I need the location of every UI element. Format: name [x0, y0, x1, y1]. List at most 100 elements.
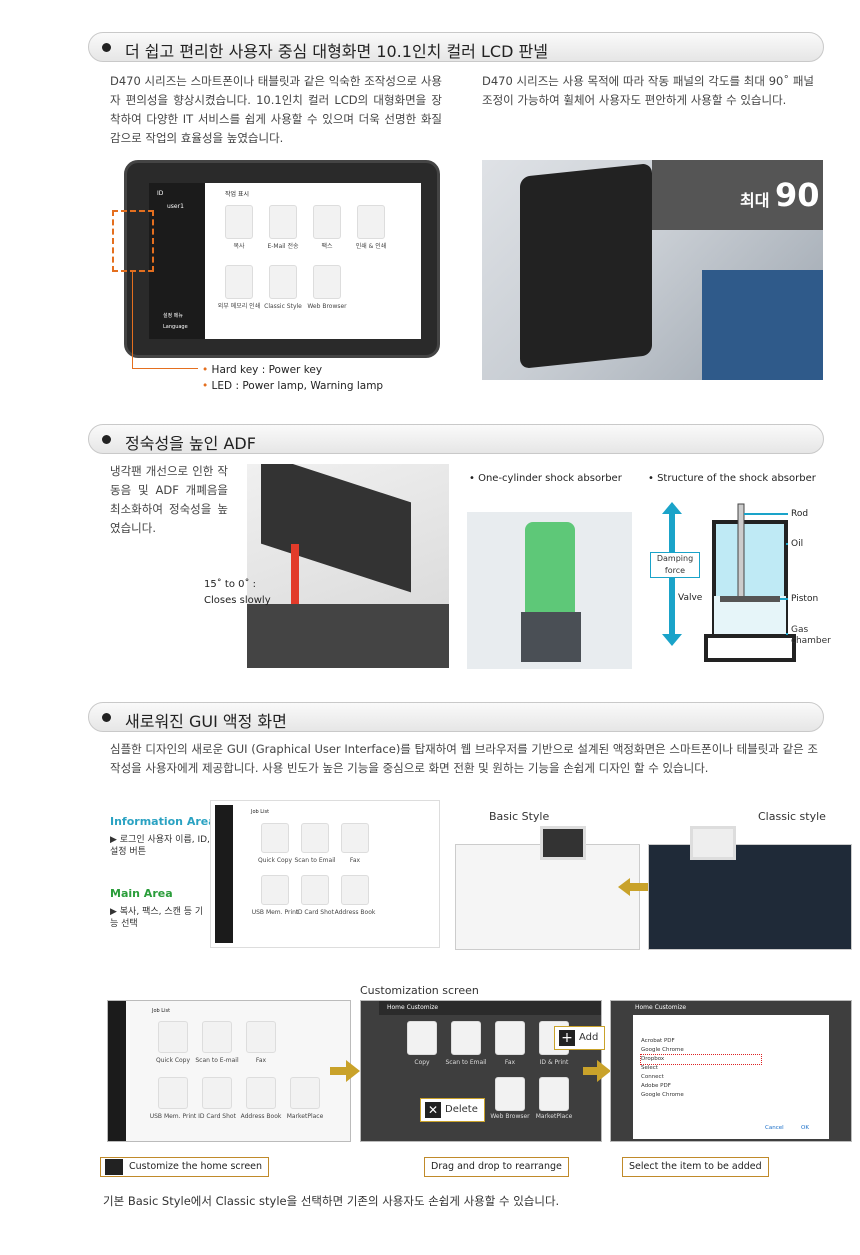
section2-text: 냉각팬 개선으로 인한 작동음 및 ADF 개폐음을 최소화하여 정숙성을 높였…: [110, 464, 228, 535]
tile-label: ID Card Shot: [198, 1113, 236, 1120]
tile-email[interactable]: [269, 205, 297, 239]
list-item[interactable]: Acrobat PDF: [641, 1038, 675, 1044]
tile-label: Address Book: [240, 1113, 282, 1120]
info-area-title: Information Area: [110, 815, 216, 828]
section2-title: 정숙성을 높인 ADF: [125, 434, 256, 453]
gui-tile[interactable]: [341, 823, 369, 853]
tablet-info-panel: ID user1 설정 메뉴 Language: [149, 183, 205, 339]
rod-label: Rod: [791, 509, 809, 519]
delete-label: Delete: [445, 1104, 478, 1115]
tile-label: ID & Print: [539, 1059, 569, 1066]
callout-customize: Customize the home screen: [100, 1157, 270, 1177]
list-item[interactable]: Select: [641, 1065, 658, 1071]
callout-drag: Drag and drop to rearrange: [424, 1157, 569, 1177]
base-shape: [704, 634, 796, 662]
language-label: Language: [163, 324, 188, 330]
home-tile[interactable]: [246, 1077, 276, 1109]
tile-label: 복사: [233, 243, 245, 250]
customize-icon: [105, 1159, 123, 1175]
angle-badge: 최대 90˚: [740, 176, 823, 214]
tile-copy[interactable]: [225, 205, 253, 239]
machine-body: [702, 270, 823, 380]
ok-button[interactable]: OK: [801, 1125, 809, 1131]
tile-web[interactable]: [313, 265, 341, 299]
home-tile[interactable]: [290, 1077, 320, 1109]
leader-line: [132, 272, 133, 368]
home-tile[interactable]: [158, 1021, 188, 1053]
angle-note-2: Closes slowly: [204, 595, 271, 606]
machine-top: [652, 160, 823, 230]
next-arrow-icon: [583, 1060, 611, 1082]
section3-text: 심플한 디자인의 새로운 GUI (Graphical User Interfa…: [110, 742, 818, 775]
screen-c-header: Home Customize: [635, 1004, 687, 1011]
screen-b-titlebar: [379, 1001, 601, 1015]
custom-tile[interactable]: [495, 1021, 525, 1055]
home-tile[interactable]: [158, 1077, 188, 1109]
tile-label: 외부 메모리 인쇄: [217, 303, 261, 310]
footer-note: 기본 Basic Style에서 Classic style을 선택하면 기존의…: [103, 1194, 560, 1208]
tile-label: Scan to Email: [294, 857, 336, 864]
home-tile[interactable]: [202, 1021, 232, 1053]
section1-header: 더 쉽고 편리한 사용자 중심 대형화면 10.1인치 컬러 LCD 판넬: [88, 32, 824, 62]
classic-style-screen: [648, 844, 852, 950]
next-arrow-icon: [330, 1060, 360, 1082]
home-tile[interactable]: [246, 1021, 276, 1053]
damping-label-1: Damping: [656, 554, 694, 563]
custom-tile[interactable]: [539, 1077, 569, 1111]
list-item[interactable]: Connect: [641, 1074, 664, 1080]
rod-shape: [737, 503, 745, 601]
id-label: ID: [157, 190, 164, 197]
home-tile[interactable]: [202, 1077, 232, 1109]
hardkey-highlight: [112, 210, 154, 272]
cylinder-part: [525, 522, 575, 622]
delete-button[interactable]: ✕ Delete: [420, 1098, 485, 1122]
tile-label: MarketPlace: [535, 1113, 573, 1120]
custom-tile[interactable]: [495, 1077, 525, 1111]
add-label: Add: [579, 1032, 599, 1043]
tile-label: Web Browser: [490, 1113, 530, 1120]
home-screen-a: Job List Quick Copy Scan to E-mail Fax U…: [107, 1000, 351, 1142]
tile-classic[interactable]: [269, 265, 297, 299]
tile-label: 팩스: [321, 243, 333, 250]
gui-screen: Job List Quick Copy Scan to Email Fax US…: [210, 800, 440, 948]
bracket-part: [521, 612, 581, 662]
list-item[interactable]: Dropbox: [640, 1054, 762, 1065]
classic-style-label: Classic style: [758, 810, 826, 823]
add-button[interactable]: + Add: [554, 1026, 606, 1050]
tile-label: Fax: [255, 1057, 267, 1064]
tile-print[interactable]: [357, 205, 385, 239]
tile-label: Scan to Email: [445, 1059, 487, 1066]
tile-label: ID Card Shot: [296, 909, 334, 916]
tile-label: Quick Copy: [257, 857, 293, 864]
adf-angle-note: 15˚ to 0˚ : Closes slowly: [204, 577, 271, 609]
list-item[interactable]: Google Chrome: [641, 1047, 684, 1053]
list-item[interactable]: Google Chrome: [641, 1092, 684, 1098]
damping-label-2: force: [664, 566, 686, 575]
tile-label: MarketPlace: [286, 1113, 324, 1120]
gui-tile[interactable]: [261, 823, 289, 853]
section1-right-text: D470 시리즈는 사용 목적에 따라 작동 패널의 각도를 최대 90˚ 패널…: [482, 74, 814, 107]
hardkey-bullets: • Hard key : Power key • LED : Power lam…: [202, 364, 384, 392]
main-area-title: Main Area: [110, 887, 173, 900]
item-list-dialog: Acrobat PDF Google Chrome Dropbox Select…: [633, 1015, 829, 1139]
tile-label: Quick Copy: [155, 1057, 191, 1064]
list-item[interactable]: Adobe PDF: [641, 1083, 671, 1089]
gui-tile[interactable]: [341, 875, 369, 905]
screen-header: 작업 표시: [225, 191, 249, 198]
cancel-button[interactable]: Cancel: [765, 1125, 784, 1131]
caption-shock-absorber: • One-cylinder shock absorber: [469, 473, 622, 484]
section2-header: 정숙성을 높인 ADF: [88, 424, 824, 454]
tile-label: Classic Style: [264, 303, 302, 310]
gui-tile[interactable]: [301, 875, 329, 905]
custom-tile[interactable]: [407, 1021, 437, 1055]
gui-tile[interactable]: [301, 823, 329, 853]
tile-fax[interactable]: [313, 205, 341, 239]
item-list: Acrobat PDF Google Chrome Dropbox Select…: [640, 1037, 762, 1100]
gui-tile[interactable]: [261, 875, 289, 905]
custom-tile[interactable]: [451, 1021, 481, 1055]
bullet-icon: [102, 713, 111, 722]
tile-usb[interactable]: [225, 265, 253, 299]
adf-photo: [247, 464, 449, 668]
bullet-hardkey: Hard key : Power key: [211, 364, 323, 376]
tile-label: E-Mail 전송: [267, 243, 299, 250]
